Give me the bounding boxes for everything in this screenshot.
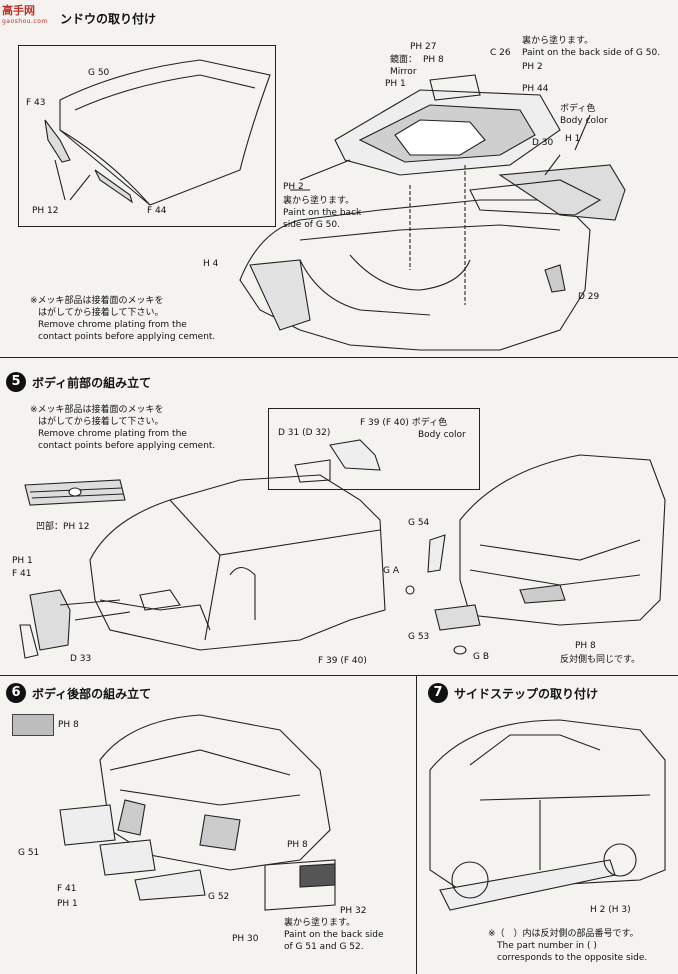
step5-ph8-label: PH 8	[575, 641, 596, 651]
f44-label: F 44	[147, 206, 167, 216]
ph8-swatch	[12, 714, 54, 736]
d31-label: D 31 (D 32)	[278, 428, 331, 438]
f39-bottom-label: F 39 (F 40)	[318, 656, 367, 666]
divider-step5	[0, 357, 678, 358]
logo-brand: 高手网	[2, 4, 35, 17]
site-logo: 高手网 gaoshou.com	[0, 0, 72, 30]
step5-number: 5	[6, 372, 26, 392]
chrome-jp-1: ※メッキ部品は接着面のメッキを	[30, 296, 164, 306]
ph8-label: PH 8	[423, 55, 444, 65]
f43-label: F 43	[26, 98, 46, 108]
front-car-right	[405, 454, 666, 655]
step5-body-color: Body color	[418, 430, 466, 440]
front-grille	[24, 479, 126, 506]
step6-ph1-label: PH 1	[57, 899, 78, 909]
side-car	[429, 719, 666, 911]
step6-number: 6	[6, 683, 26, 703]
opposite-note: 反対側も同じです。	[560, 655, 641, 665]
step5-title: ボディ前部の組み立て	[32, 376, 152, 390]
paint-en-left-1: Paint on the back	[283, 208, 362, 218]
h4-label: H 4	[203, 259, 219, 269]
g53-label: G 53	[408, 632, 430, 642]
paint-jp-top: 裏から塗ります。	[522, 36, 594, 46]
step6-f41-label: F 41	[57, 884, 77, 894]
d29-label: D 29	[578, 292, 600, 302]
step7-number: 7	[428, 683, 448, 703]
c26-label: C 26	[490, 48, 511, 58]
f39-top-label: F 39 (F 40) ボディ色	[360, 418, 448, 428]
body-color-jp: ボディ色	[560, 104, 596, 114]
step6-paint-jp: 裏から塗ります。	[284, 918, 356, 928]
mirror-jp-label: 鏡面：	[390, 55, 418, 65]
step6-paint-en-2: of G 51 and G 52.	[284, 942, 364, 952]
g52-label: G 52	[208, 892, 230, 902]
divider-step6	[0, 675, 678, 676]
d30-label: D 30	[532, 138, 554, 148]
ph2-top-label: PH 2	[522, 62, 543, 72]
step7-title: サイドステップの取り付け	[454, 687, 599, 701]
d33-label: D 33	[70, 654, 92, 664]
logo-url: gaoshou.com	[2, 18, 48, 25]
interior-tub	[239, 74, 626, 351]
step7-note-en-2: corresponds to the opposite side.	[497, 953, 648, 963]
step4-inset-frame	[18, 45, 276, 227]
g51-label: G 51	[18, 848, 40, 858]
paint-jp-left: 裏から塗ります。	[283, 196, 355, 206]
ph32-label: PH 32	[340, 906, 367, 916]
ph1-label: PH 1	[385, 79, 406, 89]
windshield-inset	[44, 59, 271, 206]
ga-label: G A	[383, 566, 399, 576]
step4-title: ンドウの取り付け	[60, 12, 157, 26]
chrome-en-1: Remove chrome plating from the	[38, 320, 187, 330]
step6-ph8-label: PH 8	[287, 840, 308, 850]
gb-label: G B	[473, 652, 490, 662]
step5-chrome-jp-2: はがしてから接着して下さい。	[38, 417, 164, 427]
step7-note-en-1: The part number in ( )	[497, 941, 597, 951]
ph2-left-label: PH 2	[283, 182, 304, 192]
divider-step6-7	[416, 675, 417, 974]
step6-paint-en-1: Paint on the back side	[284, 930, 384, 940]
mirror-inset	[294, 439, 381, 483]
body-color-en: Body color	[560, 116, 608, 126]
step5-ph1-label: PH 1	[12, 556, 33, 566]
front-car-left	[19, 474, 386, 659]
step6-title: ボディ後部の組み立て	[32, 687, 152, 701]
chrome-jp-2: はがしてから接着して下さい。	[38, 308, 164, 318]
step5-f41-label: F 41	[12, 569, 32, 579]
h1-label: H 1	[565, 134, 581, 144]
paint-en-left-2: side of G 50.	[283, 220, 340, 230]
ph12-label: PH 12	[32, 206, 59, 216]
chrome-en-2: contact points before applying cement.	[38, 332, 216, 342]
step5-chrome-en-1: Remove chrome plating from the	[38, 429, 187, 439]
ph27-label: PH 27	[410, 42, 437, 52]
mirror-label: Mirror	[390, 67, 417, 77]
recess-label: 凹部：PH 12	[36, 522, 90, 532]
step5-mirror-inset-frame	[268, 408, 480, 490]
g50-label: G 50	[88, 68, 110, 78]
h2-label: H 2 (H 3)	[590, 905, 631, 915]
ph30-label: PH 30	[232, 934, 259, 944]
paint-en-top: Paint on the back side of G 50.	[522, 48, 661, 58]
g54-label: G 54	[408, 518, 430, 528]
step6-ph8-swatch-label: PH 8	[58, 720, 79, 730]
step5-chrome-jp-1: ※メッキ部品は接着面のメッキを	[30, 405, 164, 415]
step5-chrome-en-2: contact points before applying cement.	[38, 441, 216, 451]
rear-car	[59, 714, 336, 911]
step7-note-jp: ※（ ）内は反対側の部品番号です。	[488, 929, 639, 939]
ph44-label: PH 44	[522, 84, 549, 94]
